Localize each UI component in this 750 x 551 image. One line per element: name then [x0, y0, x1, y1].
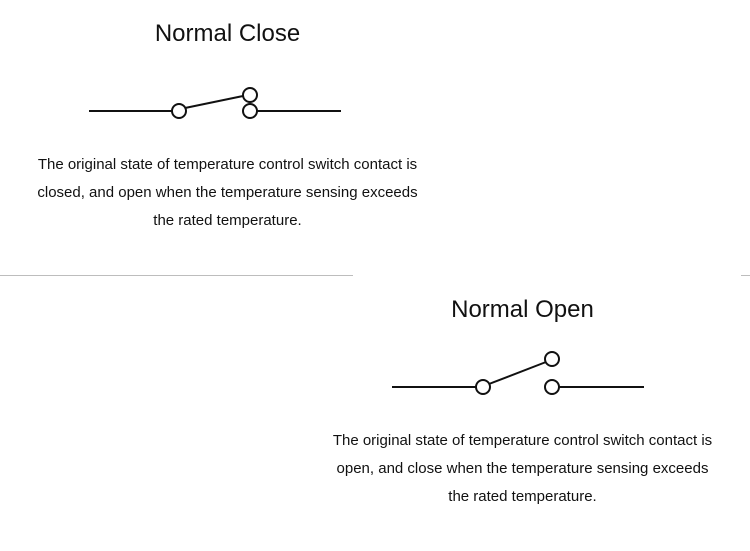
- section-divider-left: [0, 275, 353, 276]
- no-description-line: the rated temperature.: [448, 488, 597, 505]
- nc-description-line: closed, and open when the temperature se…: [37, 184, 418, 201]
- nc-description-line: The original state of temperature contro…: [37, 156, 418, 173]
- no-lower-contact: [544, 379, 560, 395]
- normal-close-panel: Normal Close The original state of tempe…: [0, 0, 455, 260]
- normal-close-switch-symbol: [89, 87, 341, 119]
- normal-open-title: Normal Open: [451, 296, 594, 323]
- no-description-line: open, and close when the temperature sen…: [336, 460, 709, 477]
- normal-close-description: The original state of temperature contro…: [0, 151, 455, 235]
- no-upper-contact: [544, 351, 560, 367]
- no-pivot-terminal: [475, 379, 491, 395]
- no-description-line: The original state of temperature contro…: [332, 432, 713, 449]
- nc-switch-blade: [184, 95, 244, 109]
- normal-open-description: The original state of temperature contro…: [295, 427, 750, 511]
- nc-lower-contact: [242, 103, 258, 119]
- nc-upper-contact: [242, 87, 258, 103]
- normal-close-title: Normal Close: [154, 20, 301, 47]
- no-switch-blade: [488, 361, 547, 385]
- nc-description-line: the rated temperature.: [153, 212, 302, 229]
- normal-open-panel: Normal Open The original state of temper…: [295, 276, 750, 536]
- normal-open-switch-symbol: [392, 351, 644, 395]
- nc-pivot-terminal: [171, 103, 187, 119]
- section-divider-right: [741, 275, 750, 276]
